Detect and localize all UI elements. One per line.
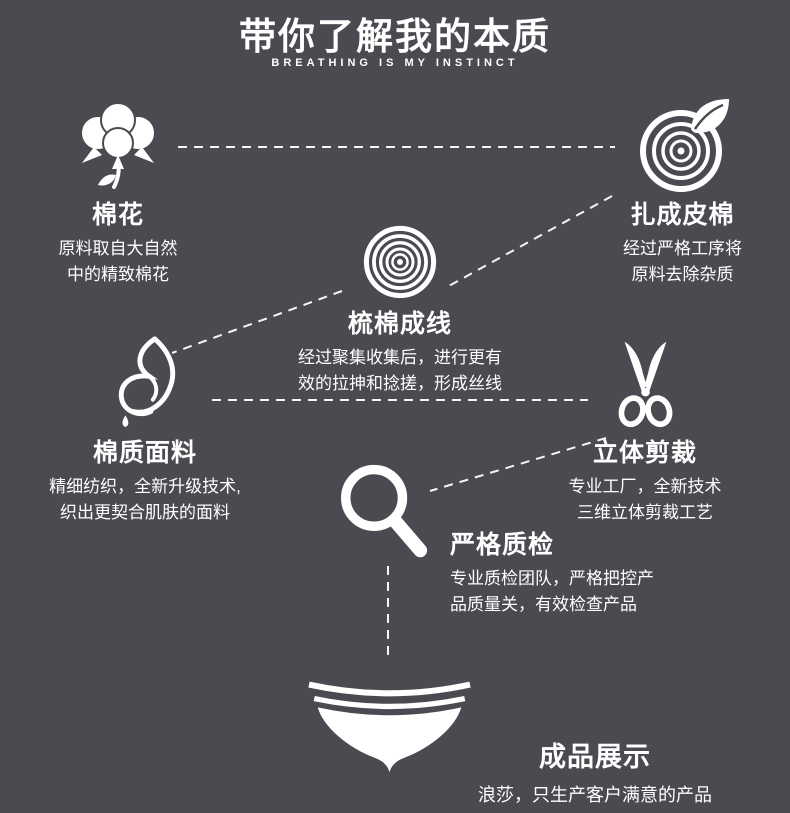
magnifier-icon — [341, 464, 428, 558]
page-subtitle: BREATHING IS MY INSTINCT — [271, 57, 519, 69]
inspection-text: 严格质检 专业质检团队，严格把控产 品质量关，有效检查产品 — [450, 525, 654, 617]
step-title: 棉质面料 — [92, 439, 197, 467]
scissors-icon — [618, 341, 672, 428]
step-title: 梳棉成线 — [347, 310, 452, 338]
step-desc: 浪莎，只生产客户满意的产品 — [478, 785, 712, 805]
step-title: 棉花 — [91, 201, 144, 229]
step-desc: 原料取自大自然 中的精致棉花 — [58, 239, 178, 284]
cotton-flower-icon — [80, 102, 156, 189]
step-bale: 扎成皮棉 经过严格工序将 原料去除杂质 — [580, 95, 785, 287]
step-title: 立体剪裁 — [592, 439, 697, 467]
step-carding: 梳棉成线 经过聚集收集后，进行更有 效的拉抻和捻搓，形成丝线 — [250, 220, 550, 396]
step-fabric: 棉质面料 精细纺织，全新升级技术, 织出更契合肌肤的面料 — [5, 335, 285, 525]
step-desc: 专业工厂，全新技术 三维立体剪裁工艺 — [568, 477, 722, 522]
step-cotton: 棉花 原料取自大自然 中的精致棉花 — [18, 95, 218, 287]
step-cutting: 立体剪裁 专业工厂，全新技术 三维立体剪裁工艺 — [505, 338, 785, 525]
step-title: 扎成皮棉 — [630, 201, 735, 229]
fabric-drape-icon — [118, 336, 176, 428]
step-desc: 专业质检团队，严格把控产 品质量关，有效检查产品 — [450, 569, 654, 614]
underwear-icon — [308, 681, 471, 773]
step-title: 成品展示 — [539, 742, 651, 772]
step-product: 成品展示 浪莎，只生产客户满意的产品 — [0, 665, 790, 813]
step-title: 严格质检 — [450, 531, 555, 559]
cotton-bale-leaf-icon — [639, 99, 729, 192]
step-desc: 经过严格工序将 原料去除杂质 — [623, 239, 742, 284]
step-desc: 经过聚集收集后，进行更有 效的拉抻和捻搓，形成丝线 — [298, 348, 502, 393]
step-inspection: 严格质检 专业质检团队，严格把控产 品质量关，有效检查产品 — [330, 455, 770, 625]
page-title: 带你了解我的本质 — [239, 14, 551, 58]
product-text: 成品展示 浪莎，只生产客户满意的产品 — [430, 735, 760, 809]
thread-coil-icon — [363, 225, 437, 299]
step-desc: 精细纺织，全新升级技术, 织出更契合肌肤的面料 — [49, 477, 241, 522]
